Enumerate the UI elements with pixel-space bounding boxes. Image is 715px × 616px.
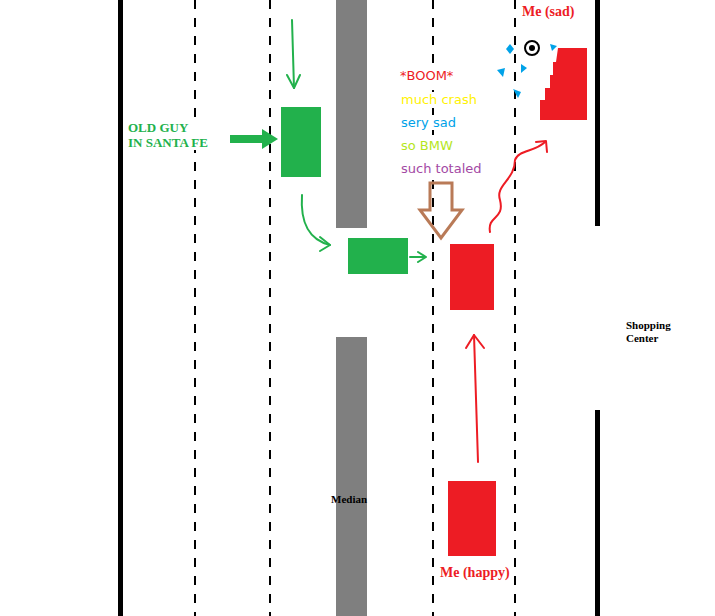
arrow: [410, 256, 425, 258]
place-label: Shopping Center: [626, 319, 671, 345]
arrow-head: [287, 75, 300, 88]
wrecked-car: [540, 48, 587, 120]
wheel: [525, 41, 539, 55]
glass-shard: [497, 68, 505, 77]
green-car: [348, 238, 408, 274]
red-car: [448, 481, 496, 556]
glass-shard: [506, 44, 514, 54]
impact-arrow: [420, 183, 462, 238]
lane-line: [194, 0, 196, 616]
arrow: [474, 335, 478, 462]
driver-label: OLD GUY IN SANTA FE: [127, 120, 209, 150]
crash-caption: much crash: [400, 92, 478, 107]
lane-lines: [195, 0, 515, 616]
road-edge: [595, 410, 600, 616]
crash-caption: sery sad: [400, 115, 457, 130]
red-arrows: [466, 141, 547, 462]
green-car: [281, 107, 321, 177]
car-label: Me (happy): [439, 565, 511, 581]
crash-caption: *BOOM*: [399, 68, 454, 83]
glass-shard: [513, 89, 521, 98]
arrow: [490, 142, 545, 232]
pointer-arrow: [230, 129, 278, 149]
median-label: Median: [331, 493, 367, 506]
median: [336, 337, 367, 616]
wheel-hub: [529, 45, 535, 51]
lane-line: [269, 0, 271, 616]
car-label: Me (sad): [522, 4, 575, 20]
road-edge: [118, 0, 123, 616]
arrow-head: [418, 252, 426, 262]
red-car: [450, 244, 494, 310]
glass-shard: [521, 64, 527, 73]
glass-shard: [550, 44, 557, 51]
median: [336, 0, 367, 228]
crash-caption: such totaled: [400, 161, 483, 176]
road-edge: [595, 0, 600, 226]
crash-caption: so BMW: [400, 138, 454, 153]
arrow-head: [466, 335, 484, 348]
arrow-head: [320, 237, 330, 251]
arrow: [292, 20, 294, 88]
arrow: [302, 195, 330, 245]
arrow-head: [536, 141, 547, 152]
